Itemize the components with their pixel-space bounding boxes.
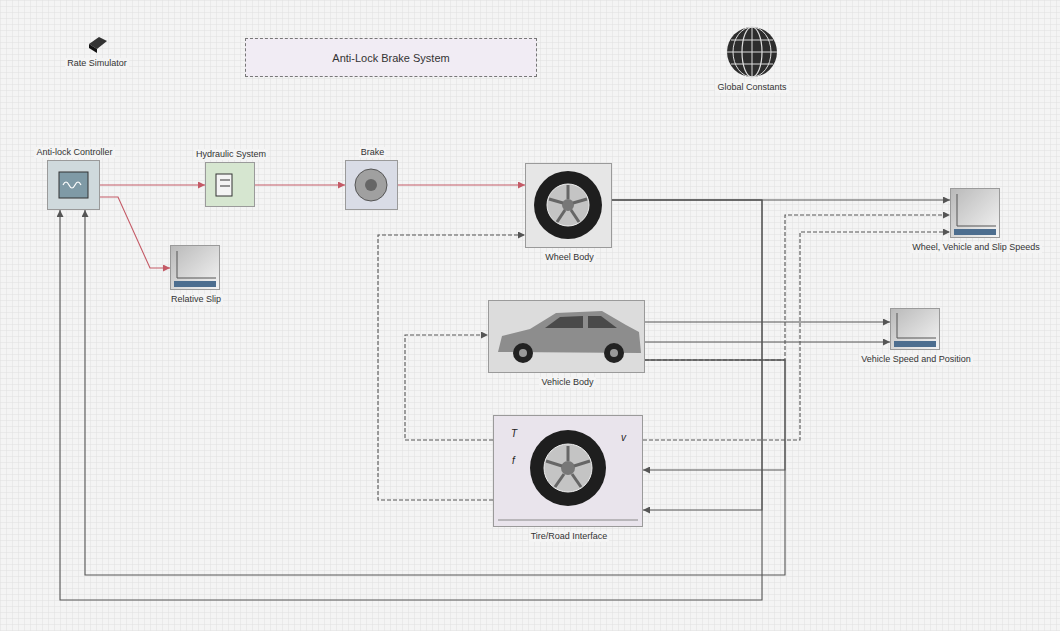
block-label: Relative Slip xyxy=(169,294,223,305)
block-label: Tire/Road Interface xyxy=(529,531,610,542)
signal-line xyxy=(398,184,525,185)
block-node: Vehicle Body xyxy=(488,300,645,373)
block-label: Brake xyxy=(359,147,387,158)
block-label: Hydraulic System xyxy=(194,149,268,160)
block-label: Vehicle Speed and Position xyxy=(859,354,973,365)
scope-icon xyxy=(950,188,1000,238)
block-label: Wheel Body xyxy=(543,252,596,263)
scope-icon xyxy=(170,245,220,290)
signal-line xyxy=(378,235,525,500)
port-label: v xyxy=(621,432,626,444)
port-label: f xyxy=(512,455,515,467)
block-label: Rate Simulator xyxy=(65,58,129,69)
book-icon xyxy=(89,37,107,53)
diagram-title: Anti-Lock Brake System xyxy=(245,38,537,77)
block-node: Vehicle Speed and Position xyxy=(890,308,940,350)
scope-icon xyxy=(890,308,940,350)
block-node: Relative Slip xyxy=(170,245,220,290)
controller-icon xyxy=(47,160,100,210)
block-label: Global Constants xyxy=(715,82,788,93)
signal-line xyxy=(643,232,950,440)
block-label: Anti-lock Controller xyxy=(34,147,114,158)
signal-line xyxy=(645,215,950,360)
signal-line xyxy=(60,200,762,600)
wheel-icon xyxy=(525,163,612,248)
signal-line xyxy=(255,184,345,185)
globe-icon xyxy=(727,27,777,77)
signal-line xyxy=(643,360,785,470)
signal-line xyxy=(645,321,890,322)
block-node: Anti-lock Controller xyxy=(47,160,100,210)
tire-icon xyxy=(493,415,643,527)
brake-icon xyxy=(345,160,398,210)
block-label: Vehicle Body xyxy=(539,377,595,388)
block-node: Wheel Body xyxy=(525,163,612,248)
signal-line xyxy=(85,210,785,575)
block-node: Global Constants xyxy=(725,25,779,79)
block-node: Hydraulic System xyxy=(205,162,255,207)
block-label: Wheel, Vehicle and Slip Speeds xyxy=(910,242,1042,253)
signal-line xyxy=(100,184,205,185)
block-node: Rate Simulator xyxy=(85,33,109,55)
signal-line xyxy=(100,197,170,268)
block-node: Brake xyxy=(345,160,398,210)
signal-line xyxy=(645,341,890,342)
signal-line xyxy=(612,200,762,510)
car-illustration xyxy=(488,300,645,373)
block-node: Wheel, Vehicle and Slip Speeds xyxy=(950,188,1000,238)
signal-line xyxy=(405,335,493,440)
hydraulic-icon xyxy=(205,162,255,207)
port-label: T xyxy=(511,428,517,440)
